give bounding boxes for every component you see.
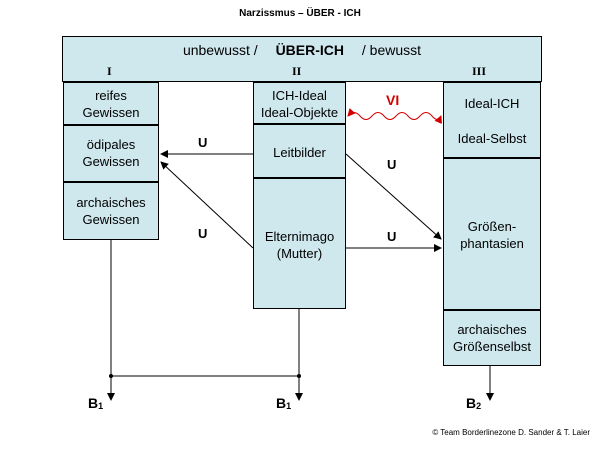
diagram-title: Narzissmus – ÜBER - ICH bbox=[239, 8, 361, 19]
archaisches-line: archaisches bbox=[457, 322, 527, 337]
column-label-II: II bbox=[292, 64, 302, 78]
col3-ideal-ich-box bbox=[443, 82, 541, 158]
junction-dot-left bbox=[109, 374, 113, 378]
copyright-text: © Team Borderlinezone D. Sander & T. Lai… bbox=[432, 428, 590, 437]
arrow-leitbilder-to-groessen bbox=[345, 153, 442, 240]
column-label-I: I bbox=[107, 64, 112, 78]
gewissen-line: Gewissen bbox=[82, 212, 140, 227]
b2-main: B bbox=[466, 395, 477, 411]
mutter-line: (Mutter) bbox=[276, 246, 323, 261]
gewissen-line: Gewissen bbox=[82, 105, 140, 120]
u-label-bottom-left: U bbox=[198, 226, 208, 241]
oedipales-line: ödipales bbox=[86, 137, 136, 152]
col3-ideal-selbst-label: Ideal-Selbst bbox=[457, 131, 527, 146]
header-text: unbewusst / ÜBER-ICH / bewusst bbox=[62, 42, 542, 58]
b1-mid-main: B bbox=[276, 395, 287, 411]
u-label-top-left: U bbox=[198, 135, 208, 150]
col1-oedipales-gewissen-box bbox=[63, 125, 159, 182]
col2-ichideal-box bbox=[253, 82, 346, 124]
header-bewusst: / bewusst bbox=[361, 42, 422, 58]
col3-groessenphantasien-box bbox=[443, 158, 541, 310]
archaisches-line: archaisches bbox=[76, 195, 146, 210]
col1-oedipales-gewissen-label: ödipales Gewissen bbox=[63, 136, 159, 170]
col3-archaisches-groessenselbst-label: archaisches Größenselbst bbox=[443, 321, 541, 355]
u-label-bottom-right: U bbox=[387, 229, 397, 244]
groessen-line: Größen- bbox=[467, 219, 517, 234]
col2-leitbilder-box bbox=[253, 124, 346, 178]
header-unbewusst: unbewusst / bbox=[182, 42, 258, 58]
col1-archaisches-gewissen-box bbox=[63, 182, 159, 240]
groessenselbst-line: Größenselbst bbox=[452, 339, 532, 354]
col1-archaisches-gewissen-label: archaisches Gewissen bbox=[63, 194, 159, 228]
col3-ideal-ich-label: Ideal-ICH bbox=[464, 96, 520, 111]
col3-groessenphantasien-label: Größen- phantasien bbox=[443, 218, 541, 252]
col2-elternimago-label: Elternimago (Mutter) bbox=[253, 228, 346, 262]
vi-label: VI bbox=[386, 92, 400, 108]
u-label-top-right: U bbox=[387, 157, 397, 172]
b1-left-label: B1 bbox=[88, 395, 103, 411]
b1-left-main: B bbox=[88, 395, 99, 411]
b1-mid-sub: 1 bbox=[286, 401, 292, 411]
ueber-ich-header-band bbox=[62, 36, 542, 82]
reifes-line: reifes bbox=[95, 88, 127, 103]
b1-left-sub: 1 bbox=[98, 401, 104, 411]
vi-wavy-arrow bbox=[347, 108, 442, 125]
col2-leitbilder-label: Leitbilder bbox=[273, 145, 326, 160]
junction-dot-right bbox=[297, 374, 301, 378]
col2-ichideal-label: ICH-Ideal Ideal-Objekte bbox=[253, 87, 346, 121]
b2-label: B2 bbox=[466, 395, 481, 411]
b2-sub: 2 bbox=[476, 401, 482, 411]
col1-reifes-gewissen-label: reifes Gewissen bbox=[63, 87, 159, 121]
gewissen-line: Gewissen bbox=[82, 154, 140, 169]
header-ueber-ich: ÜBER-ICH bbox=[275, 42, 345, 58]
elternimago-line: Elternimago bbox=[264, 229, 335, 244]
idealobjekte-line: Ideal-Objekte bbox=[260, 105, 339, 120]
column-label-III: III bbox=[472, 64, 487, 78]
phantasien-line: phantasien bbox=[460, 236, 524, 251]
arrow-elternimago-to-oedipales bbox=[160, 161, 254, 249]
b1-mid-label: B1 bbox=[276, 395, 291, 411]
ichideal-line: ICH-Ideal bbox=[272, 88, 327, 103]
col1-reifes-gewissen-box bbox=[63, 82, 159, 125]
col3-archaisches-groessenselbst-box bbox=[443, 310, 541, 366]
col2-elternimago-box bbox=[253, 178, 346, 309]
